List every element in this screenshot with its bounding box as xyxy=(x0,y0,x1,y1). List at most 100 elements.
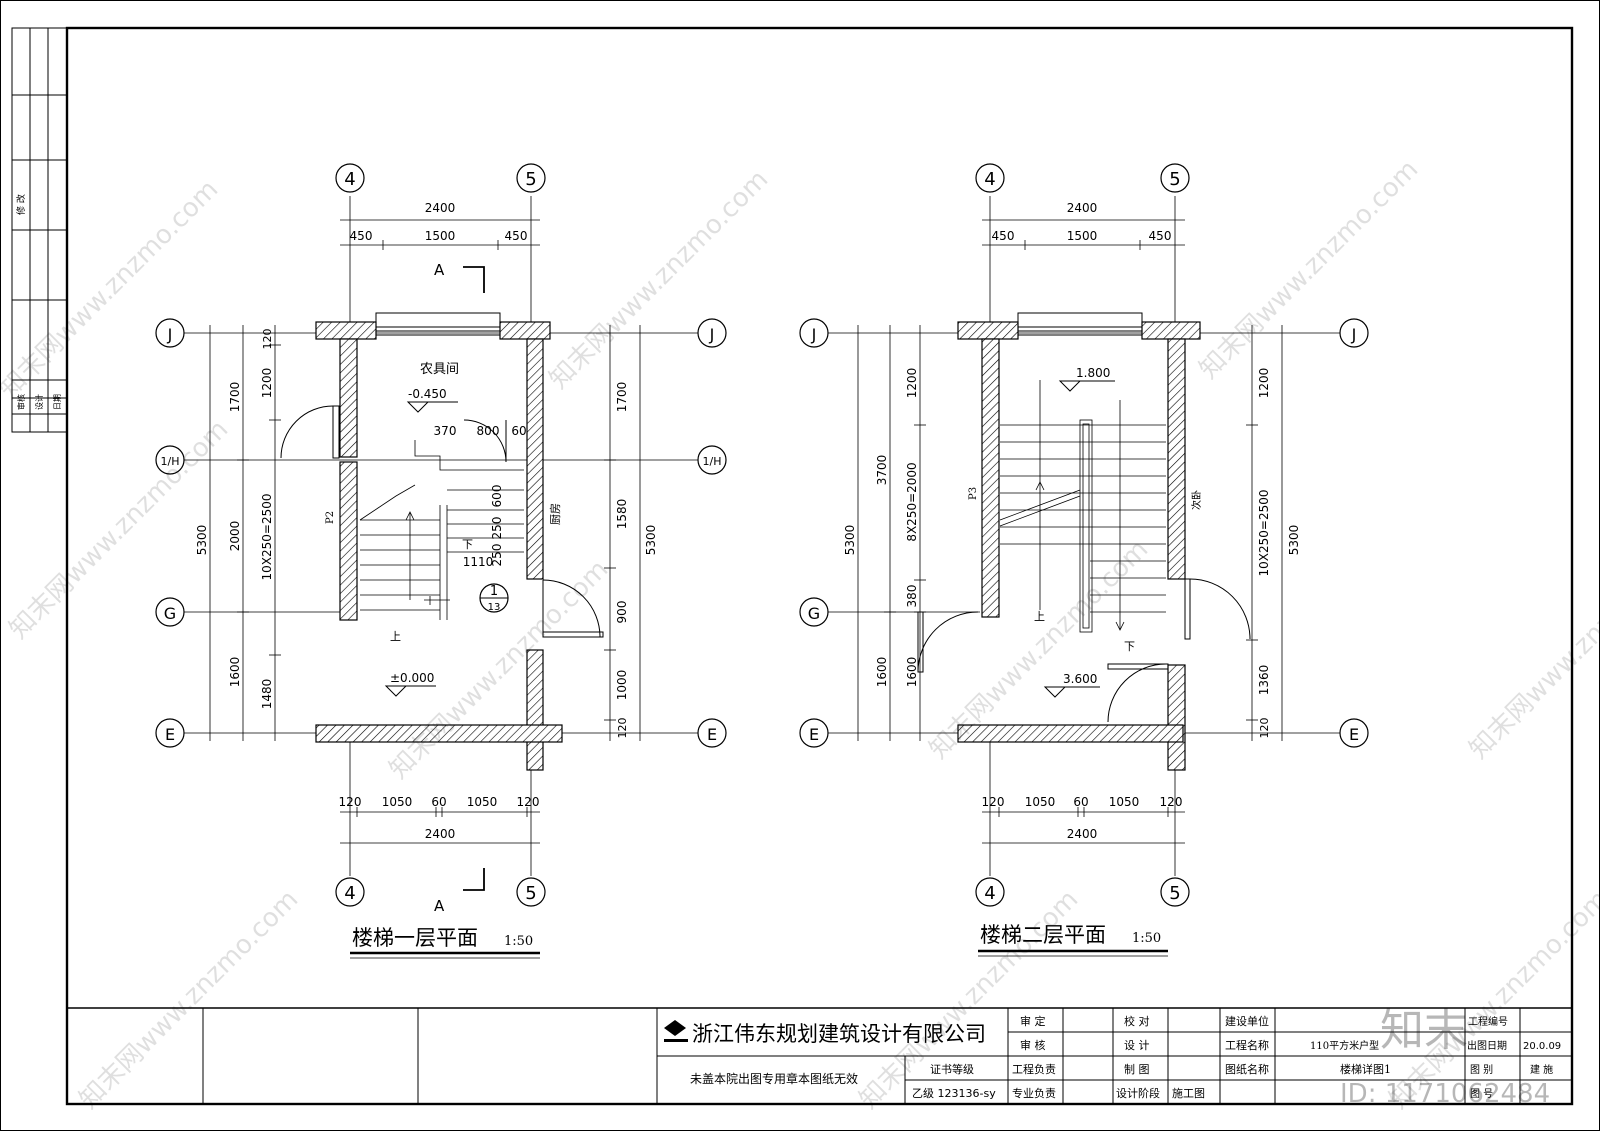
elev-marker-bottom xyxy=(384,685,408,697)
detail-num: 1 xyxy=(490,584,498,599)
dim-right-o2: 1580 xyxy=(615,499,629,530)
dim-inner-800: 800 xyxy=(477,424,500,438)
p2-elev-marker-bottom xyxy=(1043,686,1067,698)
axis-5-top: 5 xyxy=(525,169,536,190)
dim-left-outer-total: 5300 xyxy=(195,525,209,556)
p2-elev-marker-top xyxy=(1058,380,1082,392)
dim-inner-250b: 250 xyxy=(490,544,504,567)
plan2-dim-text: 2400 450 1500 450 120 1050 60 1050 120 2… xyxy=(843,201,1301,841)
company-name: 浙江伟东规划建筑设计有限公司 xyxy=(692,1022,986,1046)
plan2-annotations: 1.800 3.600 上 下 P3 次卧 xyxy=(968,366,1203,698)
stair-up-label: 上 xyxy=(390,630,401,643)
plan2-walls xyxy=(957,321,1201,771)
p2-dim-bottom-c: 60 xyxy=(1073,795,1088,809)
dim-left-o2: 2000 xyxy=(228,521,242,552)
dim-left-i3: 10X250=2500 xyxy=(260,494,274,581)
watermark-id: ID: 1171062484 xyxy=(1340,1079,1550,1109)
title-block: 浙江伟东规划建筑设计有限公司 未盖本院出图专用章本图纸无效 证书等级 乙级 12… xyxy=(67,1007,1572,1104)
axis-j-left: J xyxy=(167,325,173,344)
p2-dim-top-mid: 1500 xyxy=(1067,229,1098,243)
p2-dim-left-o1: 3700 xyxy=(875,455,889,486)
plan2-title-text: 楼梯二层平面 xyxy=(980,923,1106,947)
dim-bottom-b: 1050 xyxy=(382,795,413,809)
wall-label-kitchen: 厨房 xyxy=(549,503,562,525)
tb-category: 建 施 xyxy=(1530,1063,1553,1076)
title-block-cells: 审 定 校 对 建设单位 工程编号 审 核 设 计 工程名称 110平方米户型 … xyxy=(1012,1014,1561,1100)
tb-stage: 施工图 xyxy=(1172,1087,1205,1100)
p2-elev-bottom: 3.600 xyxy=(1063,672,1097,686)
p2-dim-top-total: 2400 xyxy=(1067,201,1098,215)
p2-axis-5-top: 5 xyxy=(1169,169,1180,190)
tb-project-name: 110平方米户型 xyxy=(1310,1039,1379,1052)
p2-dim-left-o2: 1600 xyxy=(875,657,889,688)
plan1-axis-labels: 4 5 4 5 J J 1/H 1/H G E E xyxy=(161,169,722,904)
plan1-window xyxy=(375,312,501,336)
plan2-window xyxy=(1017,312,1143,336)
plan1-title: 楼梯一层平面 1:50 xyxy=(350,926,540,959)
p2-dim-right-total: 5300 xyxy=(1287,525,1301,556)
stair-down-label: 下 xyxy=(462,538,473,551)
dim-right-total: 5300 xyxy=(644,525,658,556)
elev-marker-top xyxy=(406,401,430,413)
tb-sheet-no-label: 图 号 xyxy=(1470,1088,1493,1100)
plan1-doors xyxy=(280,405,604,638)
p2-dim-bottom-d: 1050 xyxy=(1109,795,1140,809)
watermark-8: 知末网www.znzmo.com xyxy=(74,884,305,1115)
axis-h-left: 1/H xyxy=(161,455,180,468)
p2-dim-left-outer-total: 5300 xyxy=(843,525,857,556)
p2-dim-right-o4: 120 xyxy=(1258,718,1271,739)
plan2-title: 楼梯二层平面 1:50 xyxy=(978,923,1168,957)
p2-axis-4-bottom: 4 xyxy=(984,883,995,904)
tb-design: 设 计 xyxy=(1124,1039,1150,1052)
dim-right-o3: 900 xyxy=(615,601,629,624)
p2-axis-e-left: E xyxy=(809,725,819,744)
axis-h-right: 1/H xyxy=(703,455,722,468)
dim-left-i1: 120 xyxy=(261,329,274,350)
p2-dim-left-i1: 1200 xyxy=(905,368,919,399)
axis-j-right: J xyxy=(709,325,715,344)
watermarks: 知末网www.znzmo.com 知末网www.znzmo.com 知末网www… xyxy=(0,154,1600,1115)
detail-sheet: 13 xyxy=(488,602,501,613)
dim-left-i2: 1200 xyxy=(260,368,274,399)
tb-drawing-name-label: 图纸名称 xyxy=(1225,1062,1269,1076)
plan1-dim-text: 2400 450 1500 450 120 1050 60 1050 120 2… xyxy=(195,201,658,841)
p2-axis-4-top: 4 xyxy=(984,169,995,190)
tb-category-label: 图 别 xyxy=(1470,1064,1493,1076)
p2-axis-5-bottom: 5 xyxy=(1169,883,1180,904)
cert-value: 乙级 123136-sy xyxy=(912,1087,996,1100)
elev-top: -0.450 xyxy=(408,387,447,401)
dim-top-mid: 1500 xyxy=(425,229,456,243)
dim-bottom-e: 120 xyxy=(517,795,540,809)
room-label-storage: 农具间 xyxy=(420,362,459,377)
p2-dim-top-left: 450 xyxy=(992,229,1015,243)
p2-wall-label-p3: P3 xyxy=(968,487,979,500)
strip-label-date: 日期 xyxy=(53,394,62,410)
tb-stage-label: 设计阶段 xyxy=(1116,1086,1160,1100)
dim-top-total: 2400 xyxy=(425,201,456,215)
notice-text: 未盖本院出图专用章本图纸无效 xyxy=(690,1071,858,1086)
tb-client: 建设单位 xyxy=(1225,1014,1269,1028)
p2-axis-j-left: J xyxy=(811,325,817,344)
dim-left-o1: 1700 xyxy=(228,382,242,413)
p2-dim-right-o3: 1360 xyxy=(1257,665,1271,696)
dim-inner-60: 60 xyxy=(511,424,526,438)
axis-5-bottom: 5 xyxy=(525,883,536,904)
section-mark-bottom xyxy=(463,868,485,891)
p2-dim-bottom-total: 2400 xyxy=(1067,827,1098,841)
plan1-axis-bubbles xyxy=(155,163,727,907)
tb-approve: 审 定 xyxy=(1020,1014,1046,1028)
tb-check: 校 对 xyxy=(1124,1014,1150,1028)
section-mark-top xyxy=(463,266,485,293)
tb-drawing-name: 楼梯详图1 xyxy=(1340,1062,1391,1076)
plan2-axis-bubbles xyxy=(799,163,1369,907)
p2-dim-left-i3: 380 xyxy=(905,585,919,608)
strip-label-review: 审核 xyxy=(16,394,26,410)
dim-left-i4: 1480 xyxy=(260,679,274,710)
tb-date-label: 出图日期 xyxy=(1467,1039,1507,1052)
axis-4-bottom: 4 xyxy=(344,883,355,904)
tb-project-name-label: 工程名称 xyxy=(1225,1038,1269,1052)
p2-axis-g-left: G xyxy=(808,604,820,623)
tb-date: 20.0.09 xyxy=(1523,1041,1561,1052)
section-label-top: A xyxy=(434,261,445,279)
left-strip-labels: 修 改 审核 设计 日期 xyxy=(15,194,62,410)
